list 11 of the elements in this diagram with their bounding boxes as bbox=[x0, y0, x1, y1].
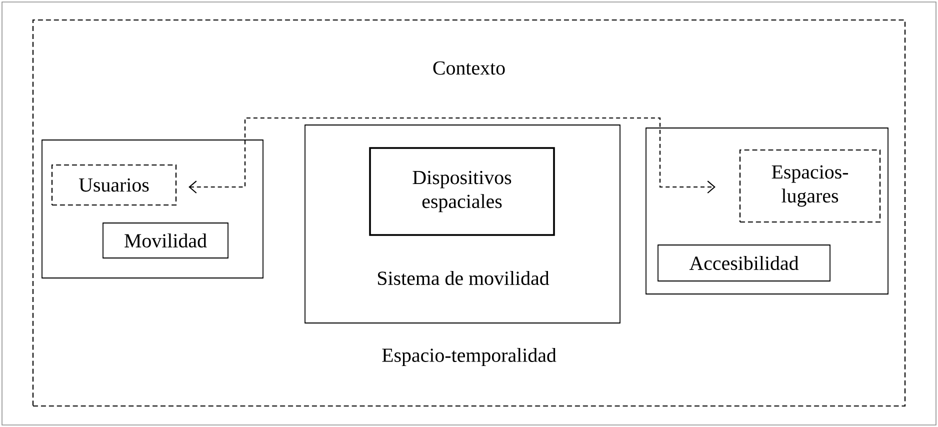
label-box: Accesibilidad bbox=[658, 244, 830, 282]
group-box bbox=[646, 128, 888, 294]
thick-box: Dispositivos espaciales bbox=[369, 147, 555, 236]
label-box: Movilidad bbox=[102, 222, 228, 258]
box-label: Sistema de movilidad bbox=[378, 271, 550, 285]
group-box bbox=[42, 140, 264, 278]
box-label: Contexto bbox=[433, 61, 505, 75]
box-label: Espacio-temporalidad bbox=[382, 348, 556, 366]
dashed-box: Espacios-lugares bbox=[739, 149, 881, 223]
dashed-arrow bbox=[188, 117, 716, 194]
dashed-box: Usuarios bbox=[51, 164, 177, 206]
